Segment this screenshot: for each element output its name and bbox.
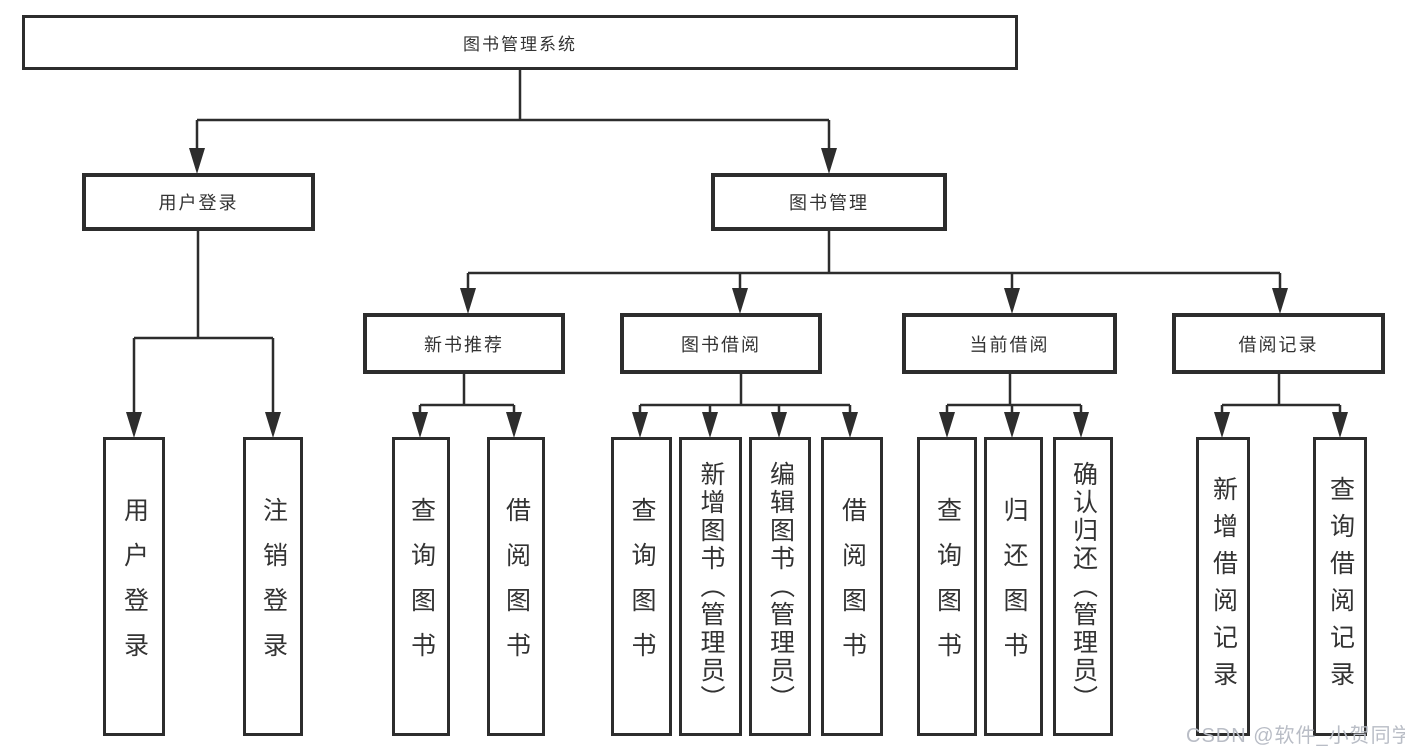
leaf-label: 新增图书（管理员）	[697, 460, 725, 713]
connector-root-branch	[195, 70, 831, 150]
leaf-label: 新增借阅记录	[1209, 475, 1238, 698]
node-book-borrowing: 图书借阅	[620, 313, 822, 374]
leaf-bb-query-books: 查询图书	[611, 437, 672, 736]
csdn-watermark: CSDN @软件_小贺同学	[1186, 725, 1405, 747]
node-current-borrowing: 当前借阅	[902, 313, 1117, 374]
node-label: 当前借阅	[969, 334, 1050, 355]
connector-book-management-branch	[466, 231, 1282, 290]
leaf-bb-edit-books-admin: 编辑图书（管理员）	[749, 437, 811, 736]
connector-borrowing-records-branch	[1220, 374, 1342, 413]
connector-current-borrowing-branch	[945, 374, 1083, 413]
node-label: 用户登录	[158, 193, 239, 213]
leaf-user-login: 用户登录	[103, 437, 165, 736]
leaf-bb-borrow-books: 借阅图书	[821, 437, 883, 736]
node-label: 借阅记录	[1238, 334, 1319, 355]
node-label: 图书管理系统	[463, 35, 577, 54]
leaf-nb-query-books: 查询图书	[392, 437, 450, 736]
leaf-label: 借阅图书	[838, 496, 867, 677]
leaf-label: 借阅图书	[502, 496, 531, 677]
leaf-label: 查询图书	[407, 496, 436, 677]
leaf-label: 查询图书	[933, 496, 962, 677]
node-label: 新书推荐	[424, 334, 504, 355]
leaf-br-query-record: 查询借阅记录	[1313, 437, 1367, 736]
leaf-label: 注销登录	[259, 496, 288, 677]
leaf-cb-return-books: 归还图书	[984, 437, 1043, 736]
leaf-nb-borrow-books: 借阅图书	[487, 437, 545, 736]
connector-new-book-branch	[418, 374, 516, 413]
node-book-management: 图书管理	[711, 173, 947, 231]
leaf-br-add-record: 新增借阅记录	[1196, 437, 1250, 736]
leaf-label: 归还图书	[1000, 496, 1028, 677]
node-label: 图书借阅	[681, 334, 761, 355]
leaf-label: 查询借阅记录	[1326, 475, 1355, 698]
connector-user-login-branch	[132, 231, 275, 413]
node-borrowing-records: 借阅记录	[1172, 313, 1385, 374]
leaf-label: 编辑图书（管理员）	[766, 460, 795, 713]
leaf-label: 确认归还（管理员）	[1069, 460, 1098, 713]
leaf-cb-confirm-return-admin: 确认归还（管理员）	[1053, 437, 1113, 736]
leaf-label: 用户登录	[120, 496, 149, 677]
leaf-label: 查询图书	[628, 496, 656, 677]
node-user-login: 用户登录	[82, 173, 315, 231]
node-book-management-system: 图书管理系统	[22, 15, 1018, 70]
leaf-cb-query-books: 查询图书	[917, 437, 977, 736]
node-label: 图书管理	[789, 193, 869, 213]
leaf-logout: 注销登录	[243, 437, 303, 736]
connector-book-borrowing-branch	[638, 374, 852, 413]
node-new-book-recommendation: 新书推荐	[363, 313, 565, 374]
leaf-bb-add-books-admin: 新增图书（管理员）	[679, 437, 742, 736]
